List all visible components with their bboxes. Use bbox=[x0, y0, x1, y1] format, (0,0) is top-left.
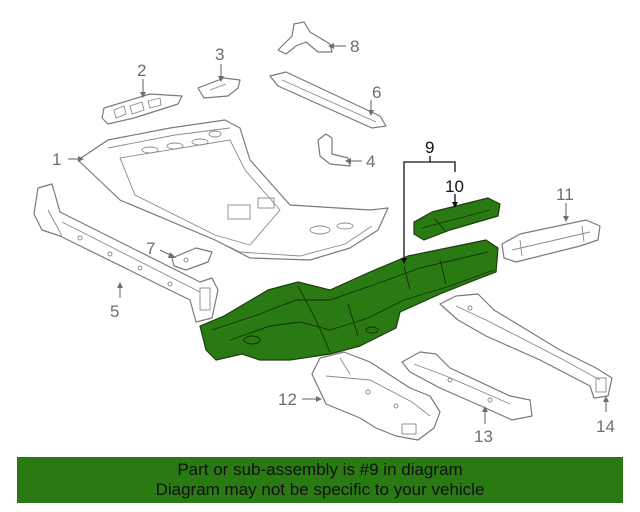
part-9-frame-assembly[interactable] bbox=[199, 239, 499, 361]
part-2-reinforcement[interactable] bbox=[101, 93, 183, 125]
callout-1: 1 bbox=[52, 150, 61, 169]
part-1-floor-pan[interactable] bbox=[77, 119, 389, 261]
callout-3: 3 bbox=[215, 45, 224, 64]
callout-7: 7 bbox=[146, 239, 155, 258]
part-12-rear-member[interactable] bbox=[311, 351, 441, 441]
callout-11: 11 bbox=[556, 185, 574, 204]
part-6-crossmember[interactable] bbox=[269, 71, 387, 129]
part-4-bracket[interactable] bbox=[317, 133, 351, 167]
callout-9: 9 bbox=[425, 138, 434, 157]
parts-diagram: 1 2 3 8 6 4 bbox=[33, 21, 615, 446]
callout-2: 2 bbox=[137, 61, 146, 80]
part-14-side-member[interactable] bbox=[439, 293, 613, 399]
callout-13: 13 bbox=[474, 427, 493, 446]
callout-8: 8 bbox=[350, 37, 359, 56]
part-5-front-crossmember[interactable] bbox=[33, 183, 219, 323]
callout-6: 6 bbox=[372, 83, 381, 102]
part-8-bracket[interactable] bbox=[277, 21, 333, 55]
part-11-rail[interactable] bbox=[501, 219, 601, 263]
part-3-bracket[interactable] bbox=[197, 77, 241, 99]
callout-5: 5 bbox=[110, 302, 119, 321]
part-7-bracket[interactable] bbox=[171, 247, 213, 271]
callout-14: 14 bbox=[596, 417, 615, 436]
callout-10: 10 bbox=[445, 177, 464, 196]
notice-banner: Part or sub-assembly is #9 in diagram Di… bbox=[17, 457, 623, 503]
callout-12: 12 bbox=[278, 390, 297, 409]
callout-4: 4 bbox=[366, 152, 375, 171]
part-13-side-member[interactable] bbox=[401, 351, 533, 421]
part-10-rail[interactable] bbox=[413, 197, 501, 241]
notice-line-2: Diagram may not be specific to your vehi… bbox=[155, 480, 485, 499]
notice-line-1: Part or sub-assembly is #9 in diagram bbox=[177, 460, 463, 479]
